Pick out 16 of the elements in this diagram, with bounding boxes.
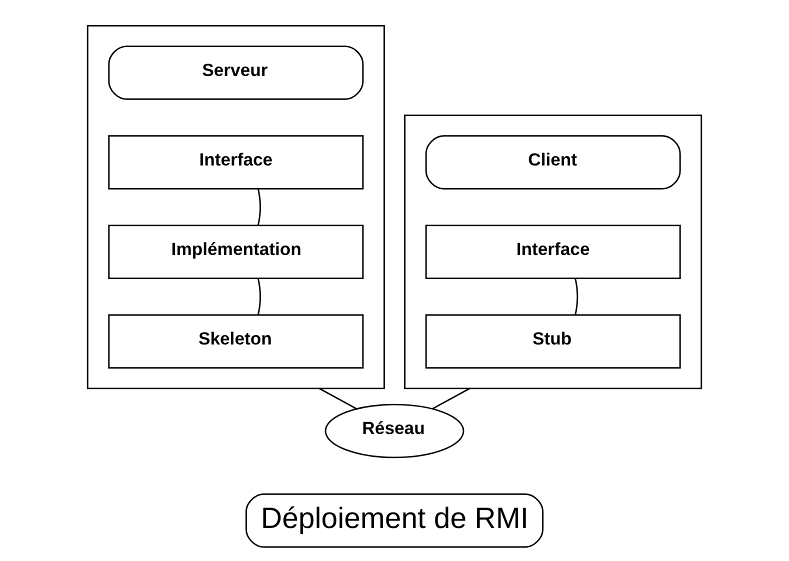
- connector: [318, 388, 357, 410]
- connector: [257, 188, 261, 226]
- node-box: Serveur: [108, 46, 364, 100]
- connector: [432, 388, 470, 410]
- node-box: Interface: [425, 224, 681, 280]
- connector: [574, 278, 578, 315]
- node-ellipse: Réseau: [324, 404, 464, 458]
- node-box: Skeleton: [108, 314, 364, 369]
- connector: [257, 278, 261, 315]
- cluster: [86, 25, 385, 390]
- node-box: Implémentation: [108, 224, 364, 280]
- node-box: Interface: [108, 135, 364, 190]
- node-box: Stub: [425, 314, 681, 369]
- cluster: [404, 114, 702, 390]
- node-box: Déploiement de RMI: [245, 493, 544, 548]
- node-box: Client: [425, 135, 681, 190]
